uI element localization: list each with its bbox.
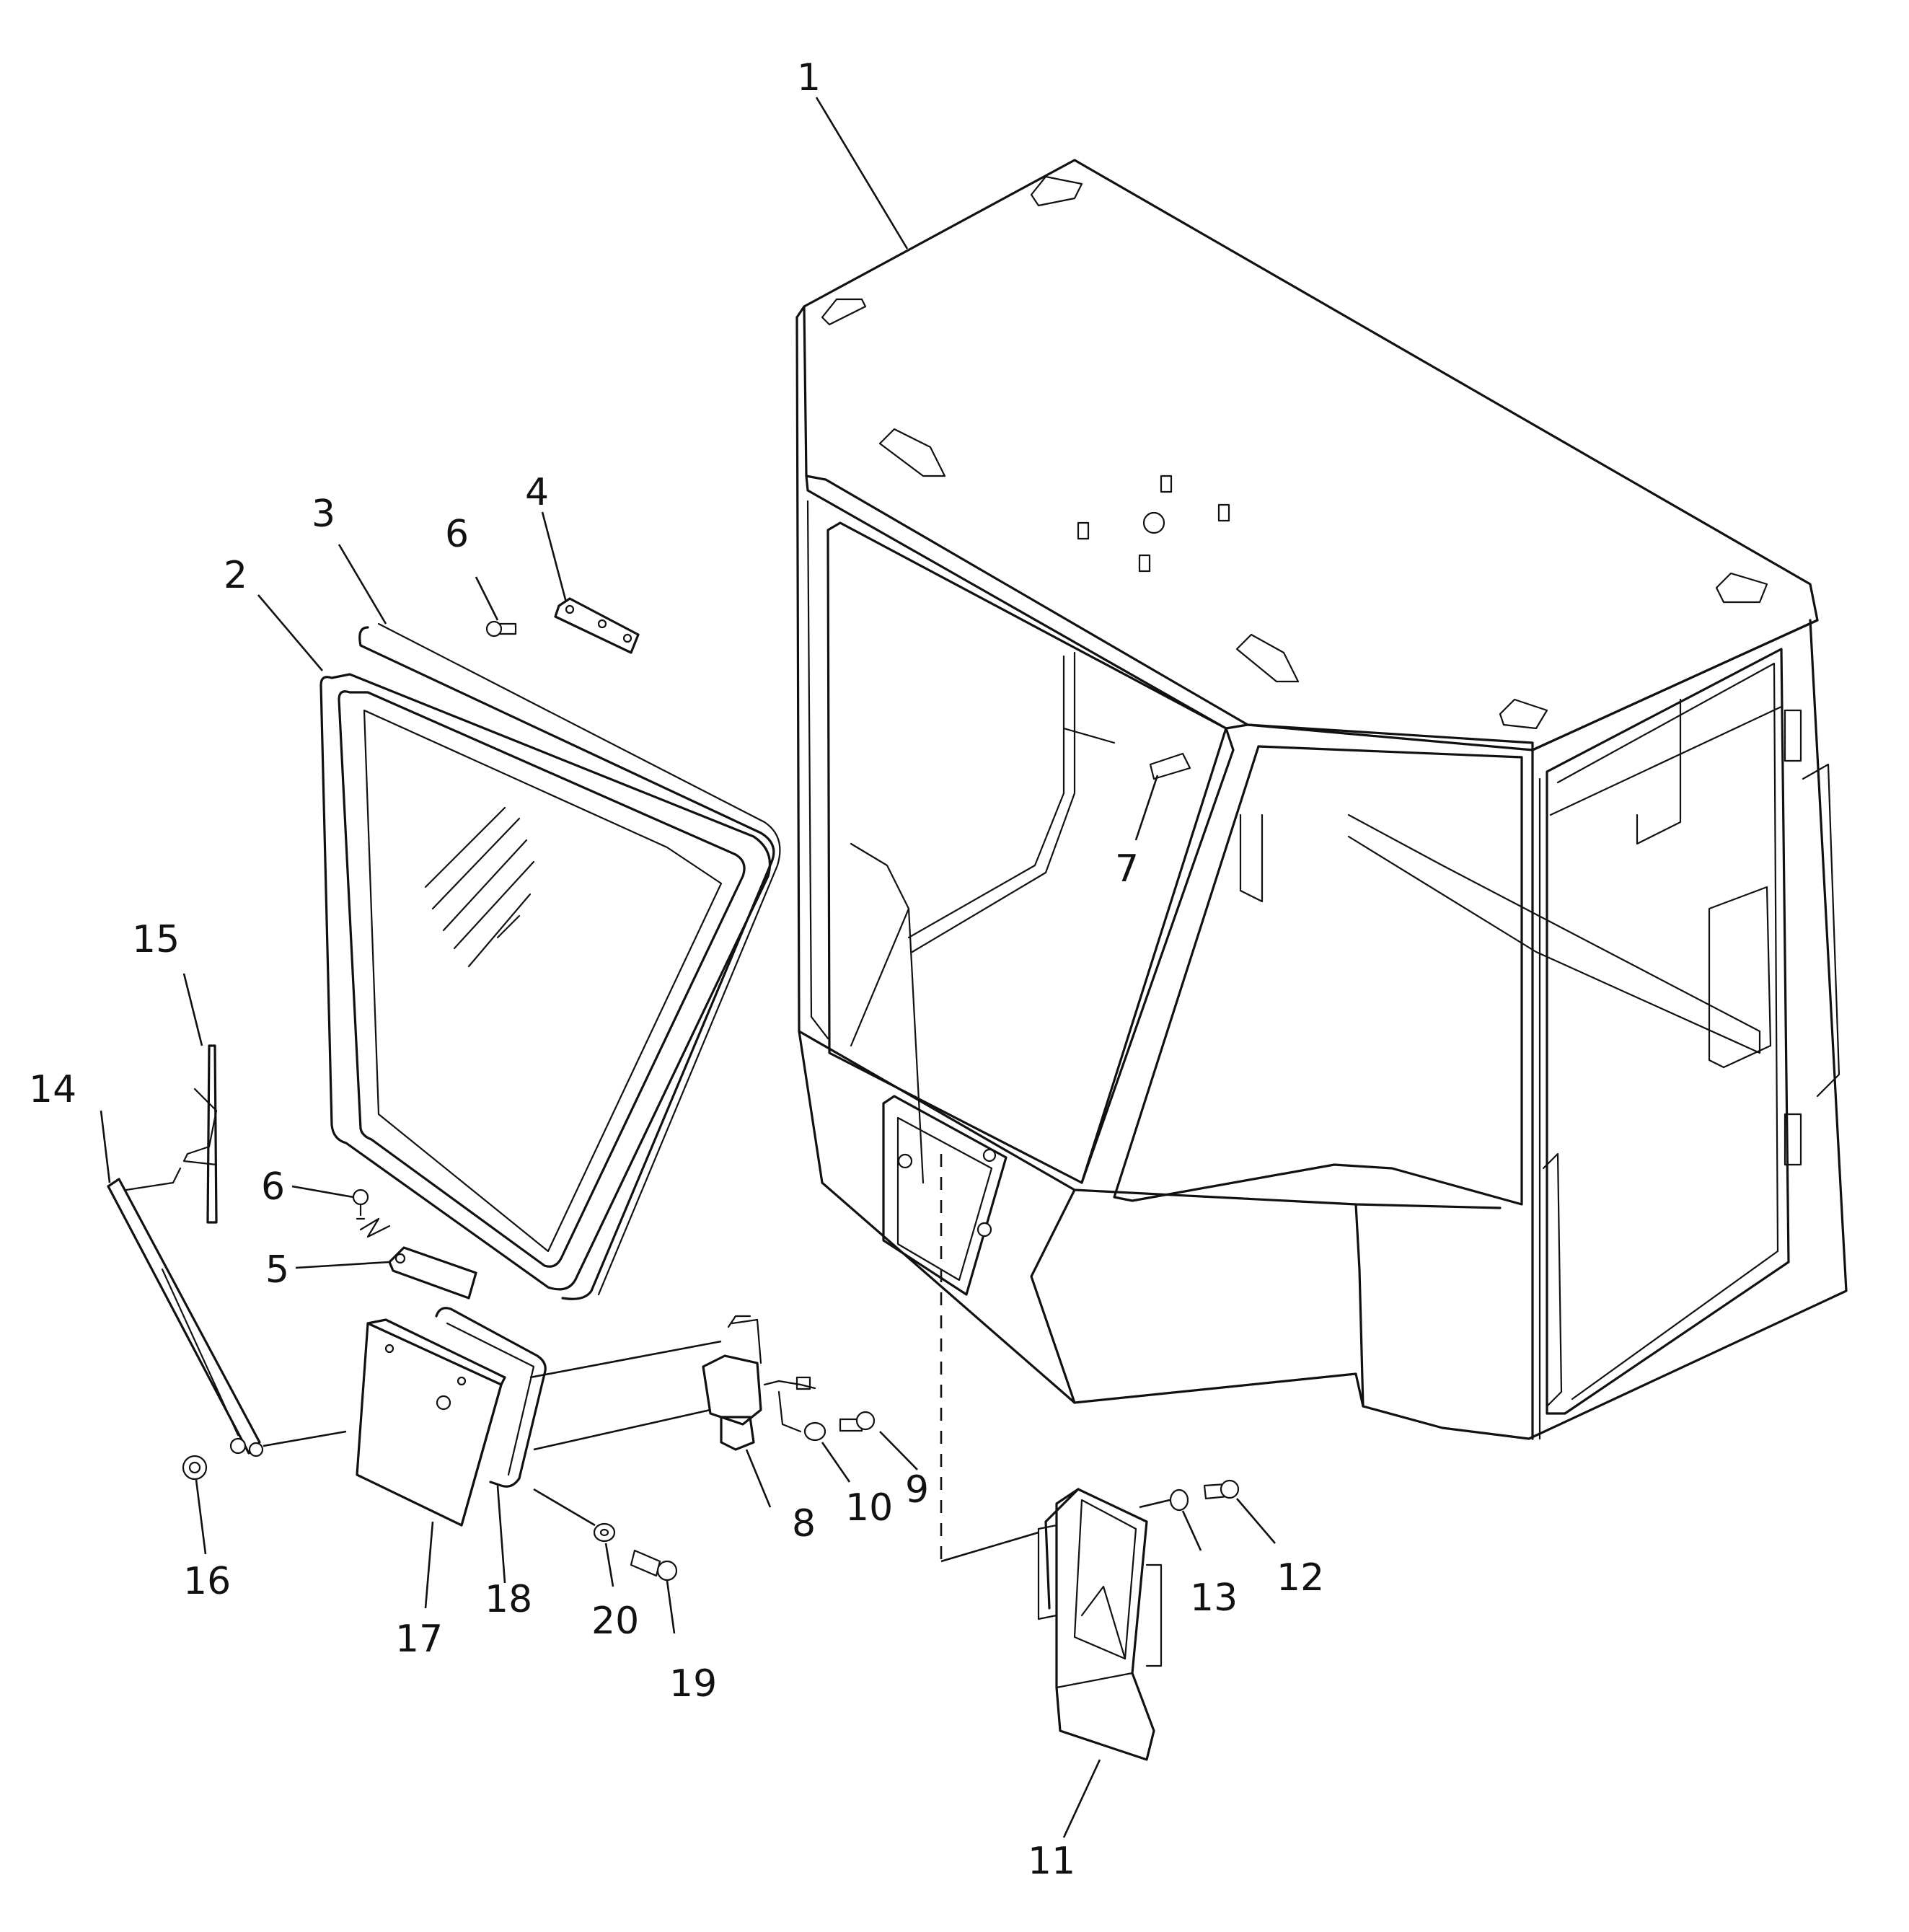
bolt-9 — [839, 1411, 876, 1432]
callout-5: 5 — [265, 1248, 289, 1292]
callout-15: 15 — [132, 918, 180, 961]
nut-16 — [182, 1455, 208, 1481]
callout-4: 4 — [525, 471, 549, 514]
retainer-plate-bottom — [388, 1246, 477, 1300]
callout-17: 17 — [395, 1618, 443, 1661]
callout-20: 20 — [591, 1600, 639, 1643]
leader-lines — [100, 97, 1276, 1838]
callout-2: 2 — [224, 554, 247, 597]
callout-8: 8 — [792, 1502, 816, 1545]
air-duct — [1037, 1488, 1163, 1761]
callout-3: 3 — [312, 493, 335, 536]
washer-20 — [593, 1522, 616, 1543]
window-glass-panel — [319, 673, 772, 1291]
window-weatherstrip — [358, 622, 781, 1300]
callout-14: 14 — [29, 1068, 76, 1111]
callout-11: 11 — [1028, 1840, 1075, 1883]
callout-12: 12 — [1277, 1556, 1324, 1600]
callout-1: 1 — [797, 56, 821, 100]
screw-6-top — [485, 620, 517, 638]
bolt-19 — [630, 1549, 678, 1582]
callout-16: 16 — [183, 1560, 231, 1603]
callout-18: 18 — [485, 1578, 532, 1621]
cab-assembly — [795, 159, 1848, 1440]
callout-7: 7 — [1115, 847, 1139, 891]
screw-6-bottom — [352, 1188, 391, 1238]
wiper-blade — [182, 1044, 218, 1224]
washer-10 — [803, 1421, 826, 1442]
cover-gasket — [435, 1307, 547, 1488]
wiper-arm — [107, 1167, 264, 1457]
callout-13: 13 — [1190, 1576, 1238, 1620]
callout-6-top: 6 — [445, 513, 469, 556]
callout-19: 19 — [669, 1662, 717, 1706]
callout-labels: 1 2 3 4 6 6 5 7 15 14 16 17 18 20 19 8 1… — [29, 56, 1324, 1883]
callout-6-bottom: 6 — [261, 1165, 285, 1209]
callout-10: 10 — [845, 1486, 893, 1530]
motor-cover — [356, 1318, 506, 1527]
bolt-12 — [1203, 1479, 1240, 1500]
washer-13 — [1169, 1488, 1189, 1512]
callout-9: 9 — [905, 1468, 929, 1512]
retainer-plate-top — [554, 597, 640, 654]
wiper-motor — [702, 1315, 816, 1451]
